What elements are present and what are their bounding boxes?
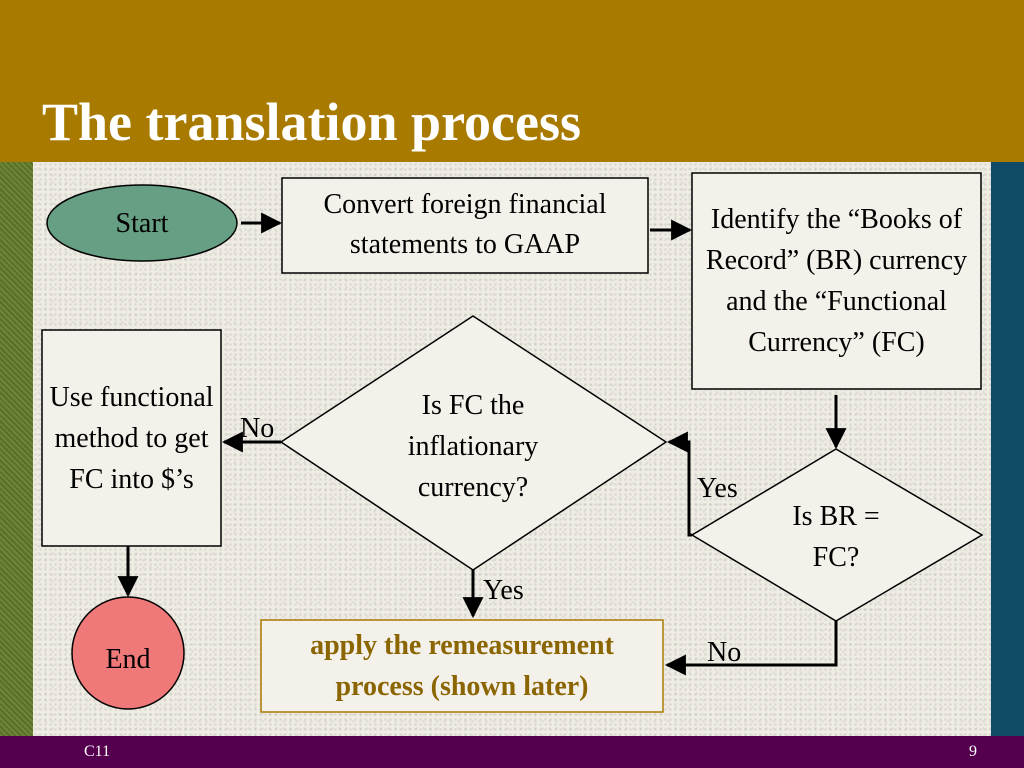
remeasure-node-text: apply the remeasurement process (shown l… xyxy=(310,630,614,702)
slide-title: The translation process xyxy=(42,92,582,152)
remeasure-node-label: apply the remeasurement process (shown l… xyxy=(265,623,659,709)
use-functional-node-label: Use functional method to get FC into $’s xyxy=(49,381,214,495)
edge-label-fc-inflationary-yes: Yes xyxy=(483,575,524,606)
right-decorative-stripe xyxy=(991,162,1024,736)
edge-is-br-fc-no xyxy=(664,621,838,676)
edge-label-br-fc-no: No xyxy=(707,637,742,668)
identify-node-label: Identify the “Books of Record” (BR) curr… xyxy=(705,204,968,358)
edge-is-br-fc-yes xyxy=(666,431,692,537)
use-functional-node-shape xyxy=(41,329,222,547)
slide-footer: C11 9 xyxy=(0,736,1024,768)
edge-label-fc-inflationary-no: No xyxy=(240,413,275,444)
remeasure-node-shape xyxy=(260,619,664,713)
slide-header: The translation process xyxy=(0,0,1024,162)
left-decorative-stripe xyxy=(0,162,33,736)
footer-page-number: 9 xyxy=(969,743,977,760)
is-br-fc-node-label: Is BR = FC? xyxy=(792,501,880,573)
footer-course-code: C11 xyxy=(84,743,111,760)
end-node-label: End xyxy=(105,643,151,675)
is-fc-inflationary-node-label: Is FC the inflationary currency? xyxy=(407,389,539,503)
start-node-label: Start xyxy=(115,207,169,239)
convert-node-label: Convert foreign financial statements to … xyxy=(323,189,607,260)
identify-node-shape xyxy=(691,172,982,390)
start-node-shape xyxy=(46,184,238,262)
convert-node-shape xyxy=(281,177,649,274)
edge-label-br-fc-yes: Yes xyxy=(697,473,738,504)
